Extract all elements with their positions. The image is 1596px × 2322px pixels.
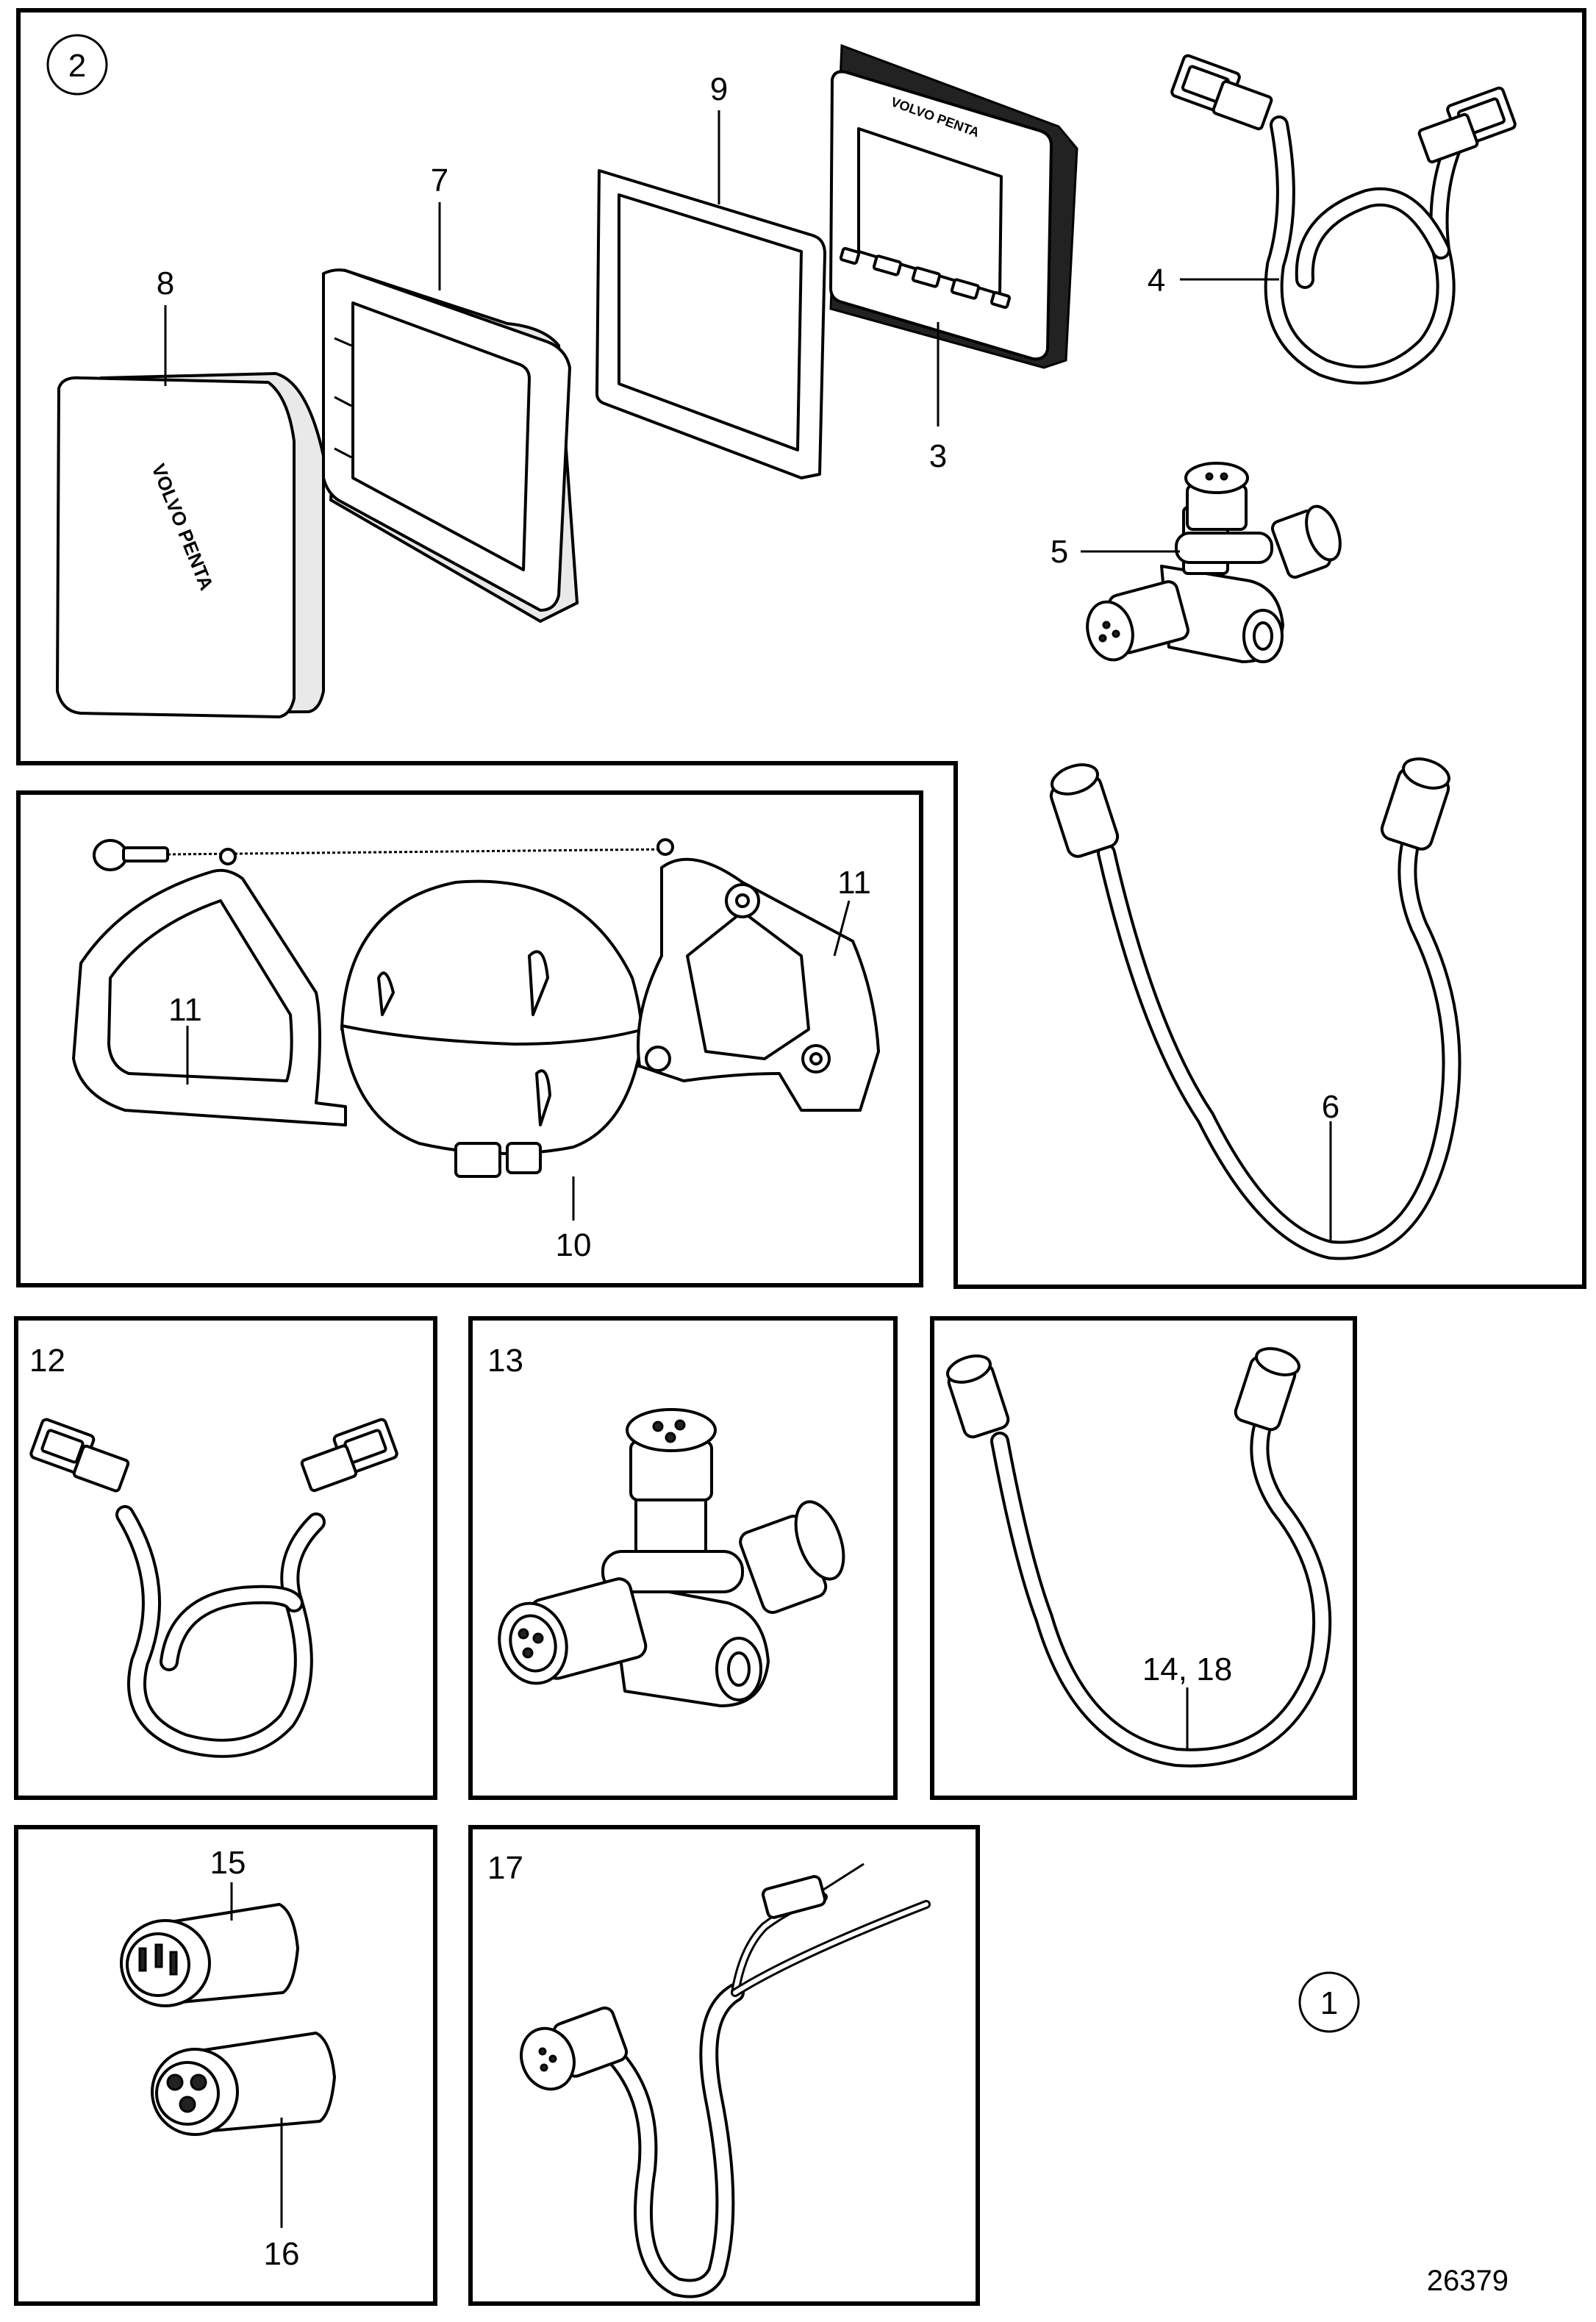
power-cable-icon [520,1862,931,2298]
frame-13 [468,1316,898,1800]
callout-10: 10 [556,1227,592,1263]
callout-12: 12 [29,1343,65,1379]
leader-lines [164,110,1332,2228]
t-connector-icon [1086,462,1342,663]
harness-icon [1170,54,1517,385]
bracket-left-icon [72,868,347,1126]
compass-sensor-icon [340,879,645,1178]
frame-15-16 [14,1825,437,2306]
bracket-right-icon [637,857,880,1112]
cable-14-18-icon [946,1347,1332,1768]
mounting-frame-icon [322,268,579,624]
frame-14-18 [930,1316,1357,1800]
network-cable-icon [1049,757,1461,1260]
frame-group-2 [16,8,1586,1289]
callout-14-18: 14, 18 [1142,1651,1232,1687]
callout-3: 3 [929,438,947,474]
gasket-icon [595,169,826,479]
group-1-label: 1 [1320,1985,1338,2021]
callout-5: 5 [1051,534,1068,570]
group-1-marker: 1 [1298,1971,1360,2033]
callout-13: 13 [487,1343,523,1379]
callout-numbers: 3 4 5 6 7 8 9 10 11 11 12 13 14, 18 15 1… [29,71,1509,2297]
bolt-icon [93,838,674,871]
figure-number: 26379 [1427,2265,1509,2297]
callout-8: 8 [157,265,174,301]
cover-icon: VOLVO PENTA [56,371,325,718]
frame-17 [468,1825,980,2306]
display-unit-icon: VOLVO PENTA [829,43,1078,369]
frame-12 [14,1316,437,1800]
callout-15: 15 [210,1845,246,1881]
callout-11-right: 11 [837,865,871,901]
group-2-label: 2 [68,48,86,84]
frame-compass [16,790,923,1287]
callout-16: 16 [264,2236,300,2272]
callout-17: 17 [487,1850,523,1886]
socket-icon [151,2032,336,2136]
callout-11-left: 11 [168,992,202,1028]
harness-12-icon [29,1418,398,1758]
group-2-marker: 2 [46,34,108,96]
plug-icon [120,1903,299,2007]
t-connector-13-icon [498,1408,845,1707]
callout-7: 7 [431,162,448,199]
callout-6: 6 [1322,1089,1339,1125]
callout-9: 9 [710,71,728,107]
callout-4: 4 [1148,262,1165,299]
